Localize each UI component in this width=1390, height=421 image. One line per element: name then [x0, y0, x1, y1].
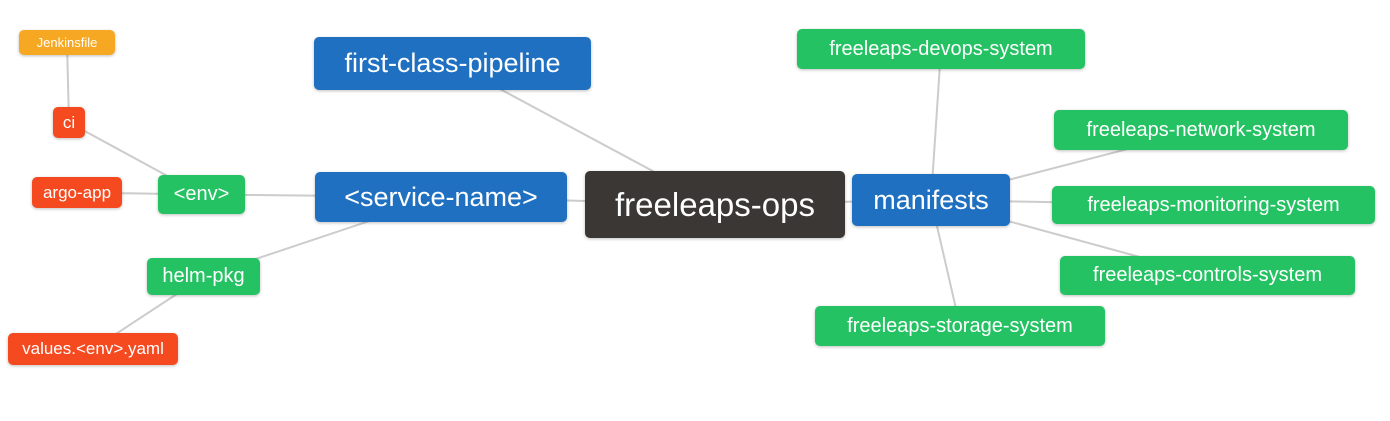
node-label: freeleaps-controls-system [1093, 264, 1322, 286]
node-label: ci [62, 112, 76, 132]
node-values-env-yaml[interactable]: values.<env>.yaml [8, 333, 178, 365]
node-controls-system[interactable]: freeleaps-controls-system [1060, 256, 1355, 295]
node-label: helm-pkg [162, 265, 245, 287]
node-service-name[interactable]: <service-name> [315, 172, 567, 222]
node-label: freeleaps-storage-system [847, 314, 1073, 337]
node-label: first-class-pipeline [344, 48, 561, 78]
node-label: <env> [173, 183, 230, 205]
node-label: manifests [873, 184, 989, 215]
node-label: argo-app [42, 182, 112, 202]
node-devops-system[interactable]: freeleaps-devops-system [797, 29, 1085, 69]
node-label: freeleaps-monitoring-system [1087, 193, 1340, 216]
node-label: <service-name> [344, 181, 538, 212]
node-label: freeleaps-ops [615, 185, 815, 223]
node-freeleaps-ops[interactable]: freeleaps-ops [585, 171, 845, 238]
node-label: values.<env>.yaml [22, 339, 164, 358]
node-label: freeleaps-network-system [1086, 118, 1316, 141]
node-ci[interactable]: ci [53, 107, 85, 138]
node-jenkinsfile[interactable]: Jenkinsfile [19, 30, 115, 55]
node-network-system[interactable]: freeleaps-network-system [1054, 110, 1348, 150]
node-first-class-pipeline[interactable]: first-class-pipeline [314, 37, 591, 90]
node-label: Jenkinsfile [36, 35, 98, 50]
node-storage-system[interactable]: freeleaps-storage-system [815, 306, 1105, 346]
node-monitoring-system[interactable]: freeleaps-monitoring-system [1052, 186, 1375, 224]
node-env[interactable]: <env> [158, 175, 245, 214]
node-label: freeleaps-devops-system [829, 37, 1053, 60]
node-helm-pkg[interactable]: helm-pkg [147, 258, 260, 295]
node-manifests[interactable]: manifests [852, 174, 1010, 226]
node-argo-app[interactable]: argo-app [32, 177, 122, 208]
